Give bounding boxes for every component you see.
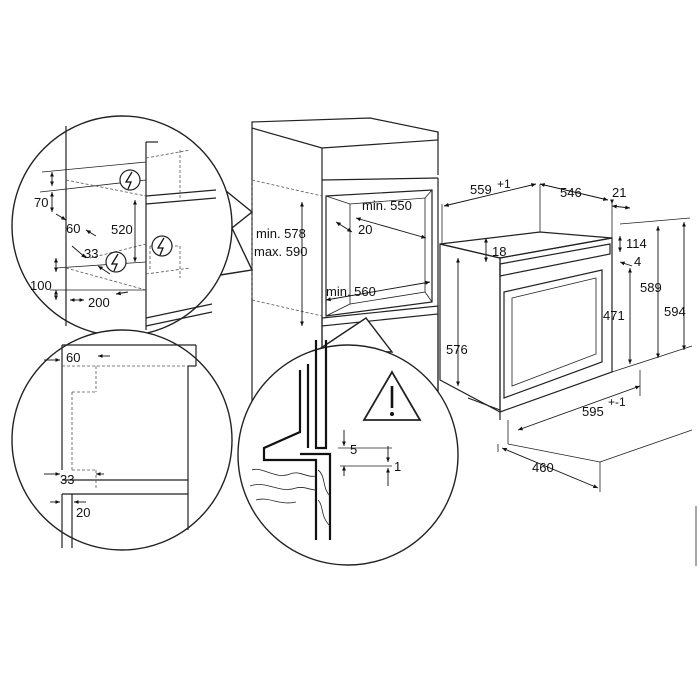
label-60: 60 (66, 221, 80, 236)
label-1: 1 (394, 459, 401, 474)
label-21: 21 (612, 185, 626, 200)
label-max-590: max. 590 (254, 244, 307, 259)
label-200: 200 (88, 295, 110, 310)
label-520: 520 (111, 222, 133, 237)
label-559-tolerance: +1 (497, 177, 511, 191)
label-594: 594 (664, 304, 686, 319)
label-589: 589 (640, 280, 662, 295)
label-460: 460 (532, 460, 554, 475)
label-min-560: min. 560 (326, 284, 376, 299)
oven-body (439, 231, 613, 420)
label-min-578: min. 578 (256, 226, 306, 241)
label-20-niche: 20 (358, 222, 372, 237)
label-546: 546 (560, 185, 582, 200)
label-595: 595 (582, 404, 604, 419)
label-100: 100 (30, 278, 52, 293)
oven-dimensions: 559 +1 546 21 18 114 4 471 589 594 576 5… (441, 177, 697, 566)
label-min-550: min. 550 (362, 198, 412, 213)
detail-circle-bottom-left: 60 33 20 (11, 329, 233, 551)
warning-icon (362, 370, 422, 421)
detail-circle-bottom-middle: 5 1 (237, 317, 459, 566)
label-33-lower: 33 (60, 472, 74, 487)
label-70: 70 (34, 195, 48, 210)
label-114: 114 (626, 236, 647, 251)
electric-hazard-icon (151, 235, 173, 257)
label-5: 5 (350, 442, 357, 457)
label-471: 471 (603, 308, 625, 323)
electric-hazard-icon (119, 169, 141, 191)
detail-circle-top-left: 70 60 520 33 100 200 (11, 115, 254, 337)
label-18: 18 (492, 244, 506, 259)
niche-dimensions: min. 578 max. 590 min. 550 20 min. 560 (254, 198, 431, 326)
label-60-lower: 60 (66, 350, 80, 365)
electric-hazard-icon (105, 251, 127, 273)
label-20-lower: 20 (76, 505, 90, 520)
label-33: 33 (84, 246, 98, 261)
label-595-tolerance: +-1 (608, 395, 626, 409)
label-4: 4 (634, 254, 641, 269)
label-559: 559 (470, 182, 492, 197)
label-576: 576 (446, 342, 468, 357)
